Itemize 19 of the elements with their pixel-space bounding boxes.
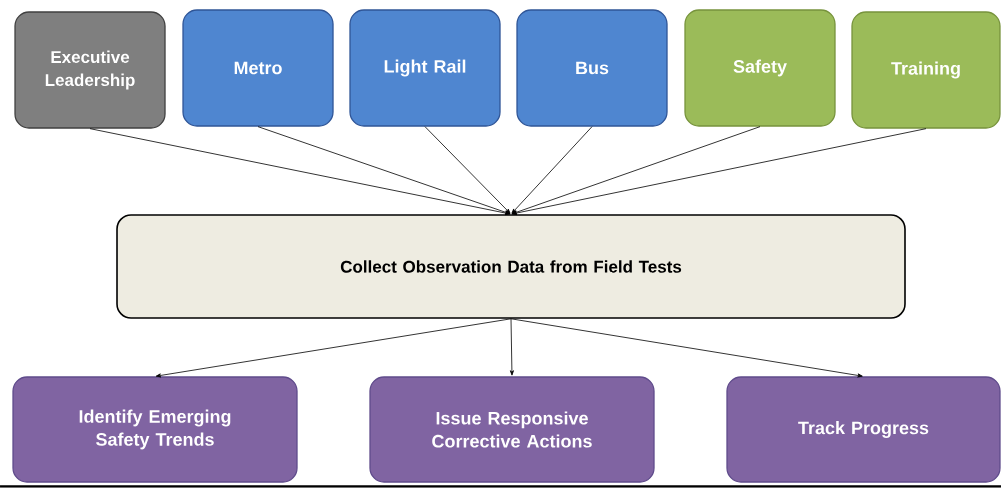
unit-box: Light Rail — [349, 9, 501, 127]
arrow — [511, 126, 761, 215]
unit-box: Bus — [516, 9, 668, 127]
arrow — [155, 318, 512, 378]
arrow — [257, 126, 511, 215]
arrow — [424, 126, 511, 214]
outcome-box: Identify Emerging Safety Trends — [12, 376, 298, 483]
process-box: Collect Observation Data from Field Tests — [116, 214, 906, 319]
unit-box: Training — [851, 11, 1001, 129]
unit-box: Metro — [182, 9, 334, 127]
unit-box: Safety — [684, 9, 836, 127]
executive-box: Executive Leadership — [14, 11, 166, 129]
arrow — [510, 318, 863, 378]
arrow — [89, 128, 511, 216]
outcome-box: Track Progress — [726, 376, 1001, 483]
arrow — [511, 126, 593, 214]
arrow — [509, 318, 514, 376]
arrow — [511, 128, 927, 216]
outcome-box: Issue Responsive Corrective Actions — [369, 376, 655, 483]
